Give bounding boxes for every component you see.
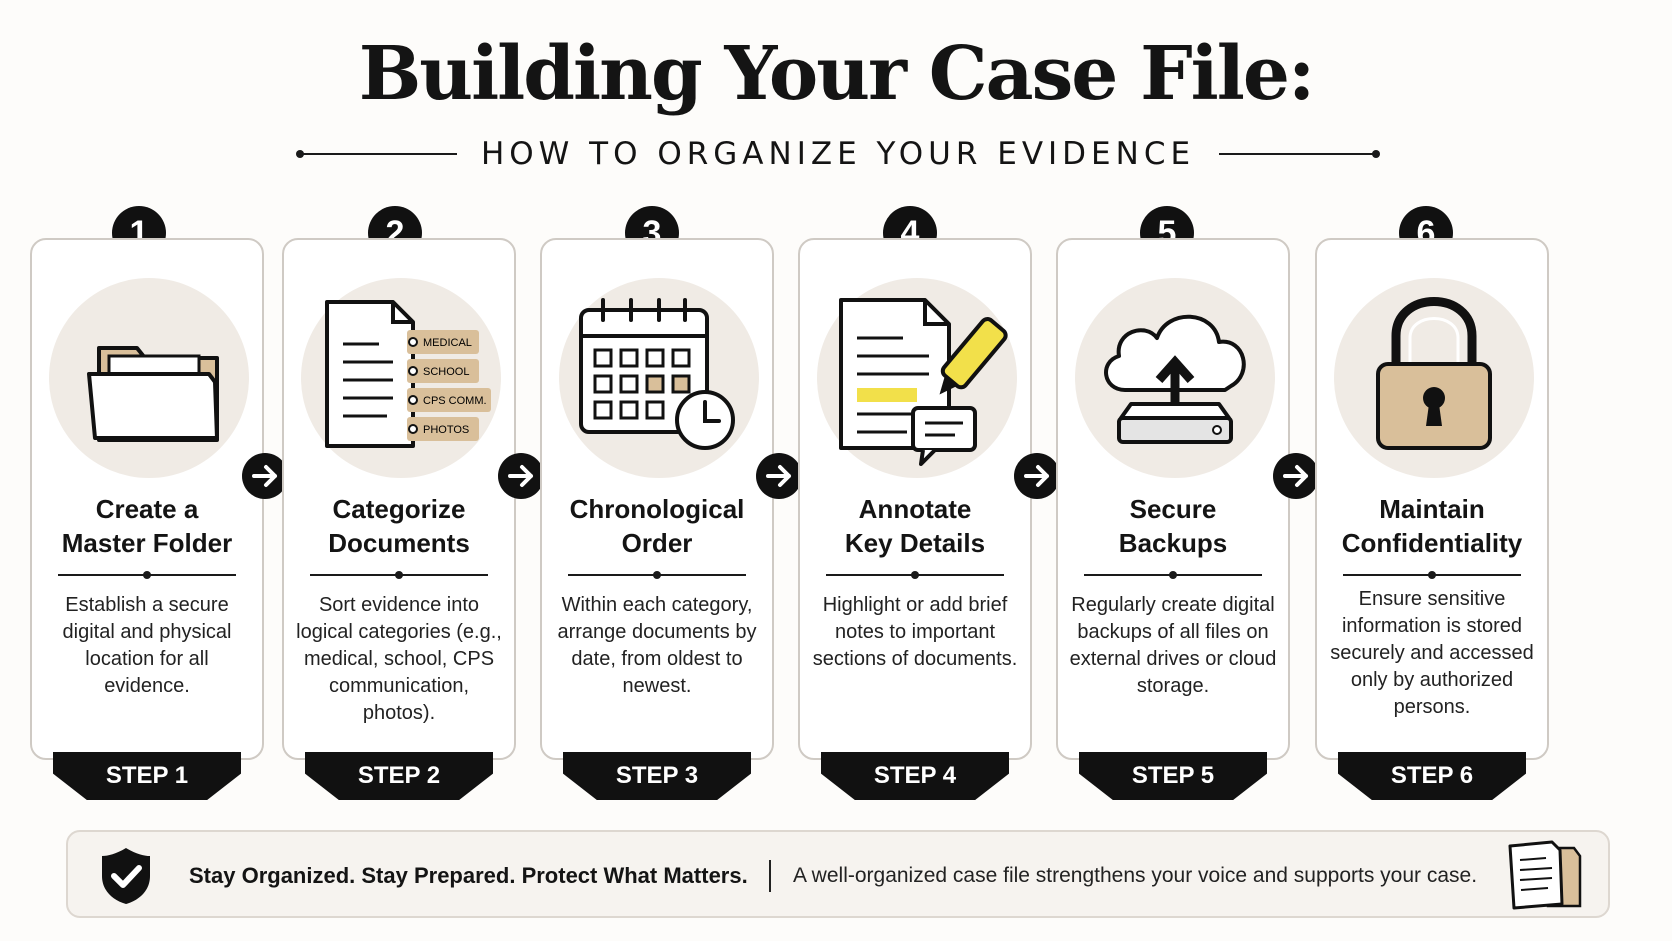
step-card-2: MEDICAL SCHOOL CPS COMM. PHOTOS Categori… [282,238,516,760]
calendar-clock-icon [579,298,735,450]
step-card-6: Maintain Confidentiality Ensure sensitiv… [1315,238,1549,760]
padlock-icon [1376,297,1492,450]
step-card-4: Annotate Key Details Highlight or add br… [798,238,1032,760]
step-label-tab: STEP 6 [1338,752,1526,800]
step-description: Within each category, arrange documents … [557,594,757,697]
subtitle-rule-left [296,150,457,158]
footer-tagline: Stay Organized. Stay Prepared. Protect W… [189,863,748,888]
step-label-tab: STEP 2 [305,752,493,800]
title-divider [310,571,488,579]
title-divider [1343,571,1521,579]
step-title: Chronological Order [569,494,745,558]
shield-check-icon [102,848,150,904]
step-description: Regularly create digital backups of all … [1069,594,1277,697]
step-title: Categorize Documents [328,494,470,558]
step-label-tab: STEP 5 [1079,752,1267,800]
arrow-right-icon [1273,453,1319,499]
tabbed-document-icon: MEDICAL SCHOOL CPS COMM. PHOTOS [325,300,491,448]
arrow-right-icon [242,453,288,499]
documents-icon [1508,840,1582,910]
tab-label: PHOTOS [423,424,469,436]
step-description: Highlight or add brief notes to importan… [812,594,1018,670]
subtitle-row: HOW TO ORGANIZE YOUR EVIDENCE [296,134,1380,174]
step-card-5: Secure Backups Regularly create digital … [1056,238,1290,760]
title-divider [1084,571,1262,579]
arrow-right-icon [756,453,802,499]
step-card-1: Create a Master Folder Establish a secur… [30,238,264,760]
icon-backdrop [49,278,249,478]
title-divider [826,571,1004,579]
folder-icon [87,346,219,442]
step-label-tab: STEP 1 [53,752,241,800]
highlighter-document-icon [839,298,1008,466]
step-label-tab: STEP 3 [563,752,751,800]
category-tabs: MEDICAL SCHOOL CPS COMM. PHOTOS [407,330,491,441]
icon-backdrop: MEDICAL SCHOOL CPS COMM. PHOTOS [301,278,501,478]
icon-backdrop [1334,278,1534,478]
footer-message: A well-organized case file strengthens y… [793,864,1478,887]
page-title: Building Your Case File: [358,31,1316,117]
footer-banner: Stay Organized. Stay Prepared. Protect W… [66,830,1610,918]
step-description: Establish a secure digital and physical … [62,594,232,697]
step-card-3: Chronological Order Within each category… [540,238,774,760]
step-title: Create a Master Folder [61,494,233,558]
cloud-upload-drive-icon [1104,314,1246,444]
step-description: Ensure sensitive information is stored s… [1330,588,1534,718]
tab-label: MEDICAL [423,337,472,349]
step-label-tab: STEP 4 [821,752,1009,800]
title-divider [58,571,236,579]
subtitle-rule-right [1219,150,1380,158]
step-title: Annotate Key Details [844,494,986,558]
icon-backdrop [559,278,759,478]
step-title: Secure Backups [1118,494,1228,558]
footer-separator [769,860,771,892]
arrow-right-icon [1014,453,1060,499]
tab-label: SCHOOL [423,366,469,378]
tab-label: CPS COMM. [423,395,487,407]
title-divider [568,571,746,579]
step-description: Sort evidence into logical categories (e… [296,594,502,724]
icon-backdrop [1075,278,1275,478]
page-subtitle: HOW TO ORGANIZE YOUR EVIDENCE [480,136,1196,172]
arrow-right-icon [498,453,544,499]
icon-backdrop [817,278,1017,478]
step-title: Maintain Confidentiality [1341,494,1523,558]
